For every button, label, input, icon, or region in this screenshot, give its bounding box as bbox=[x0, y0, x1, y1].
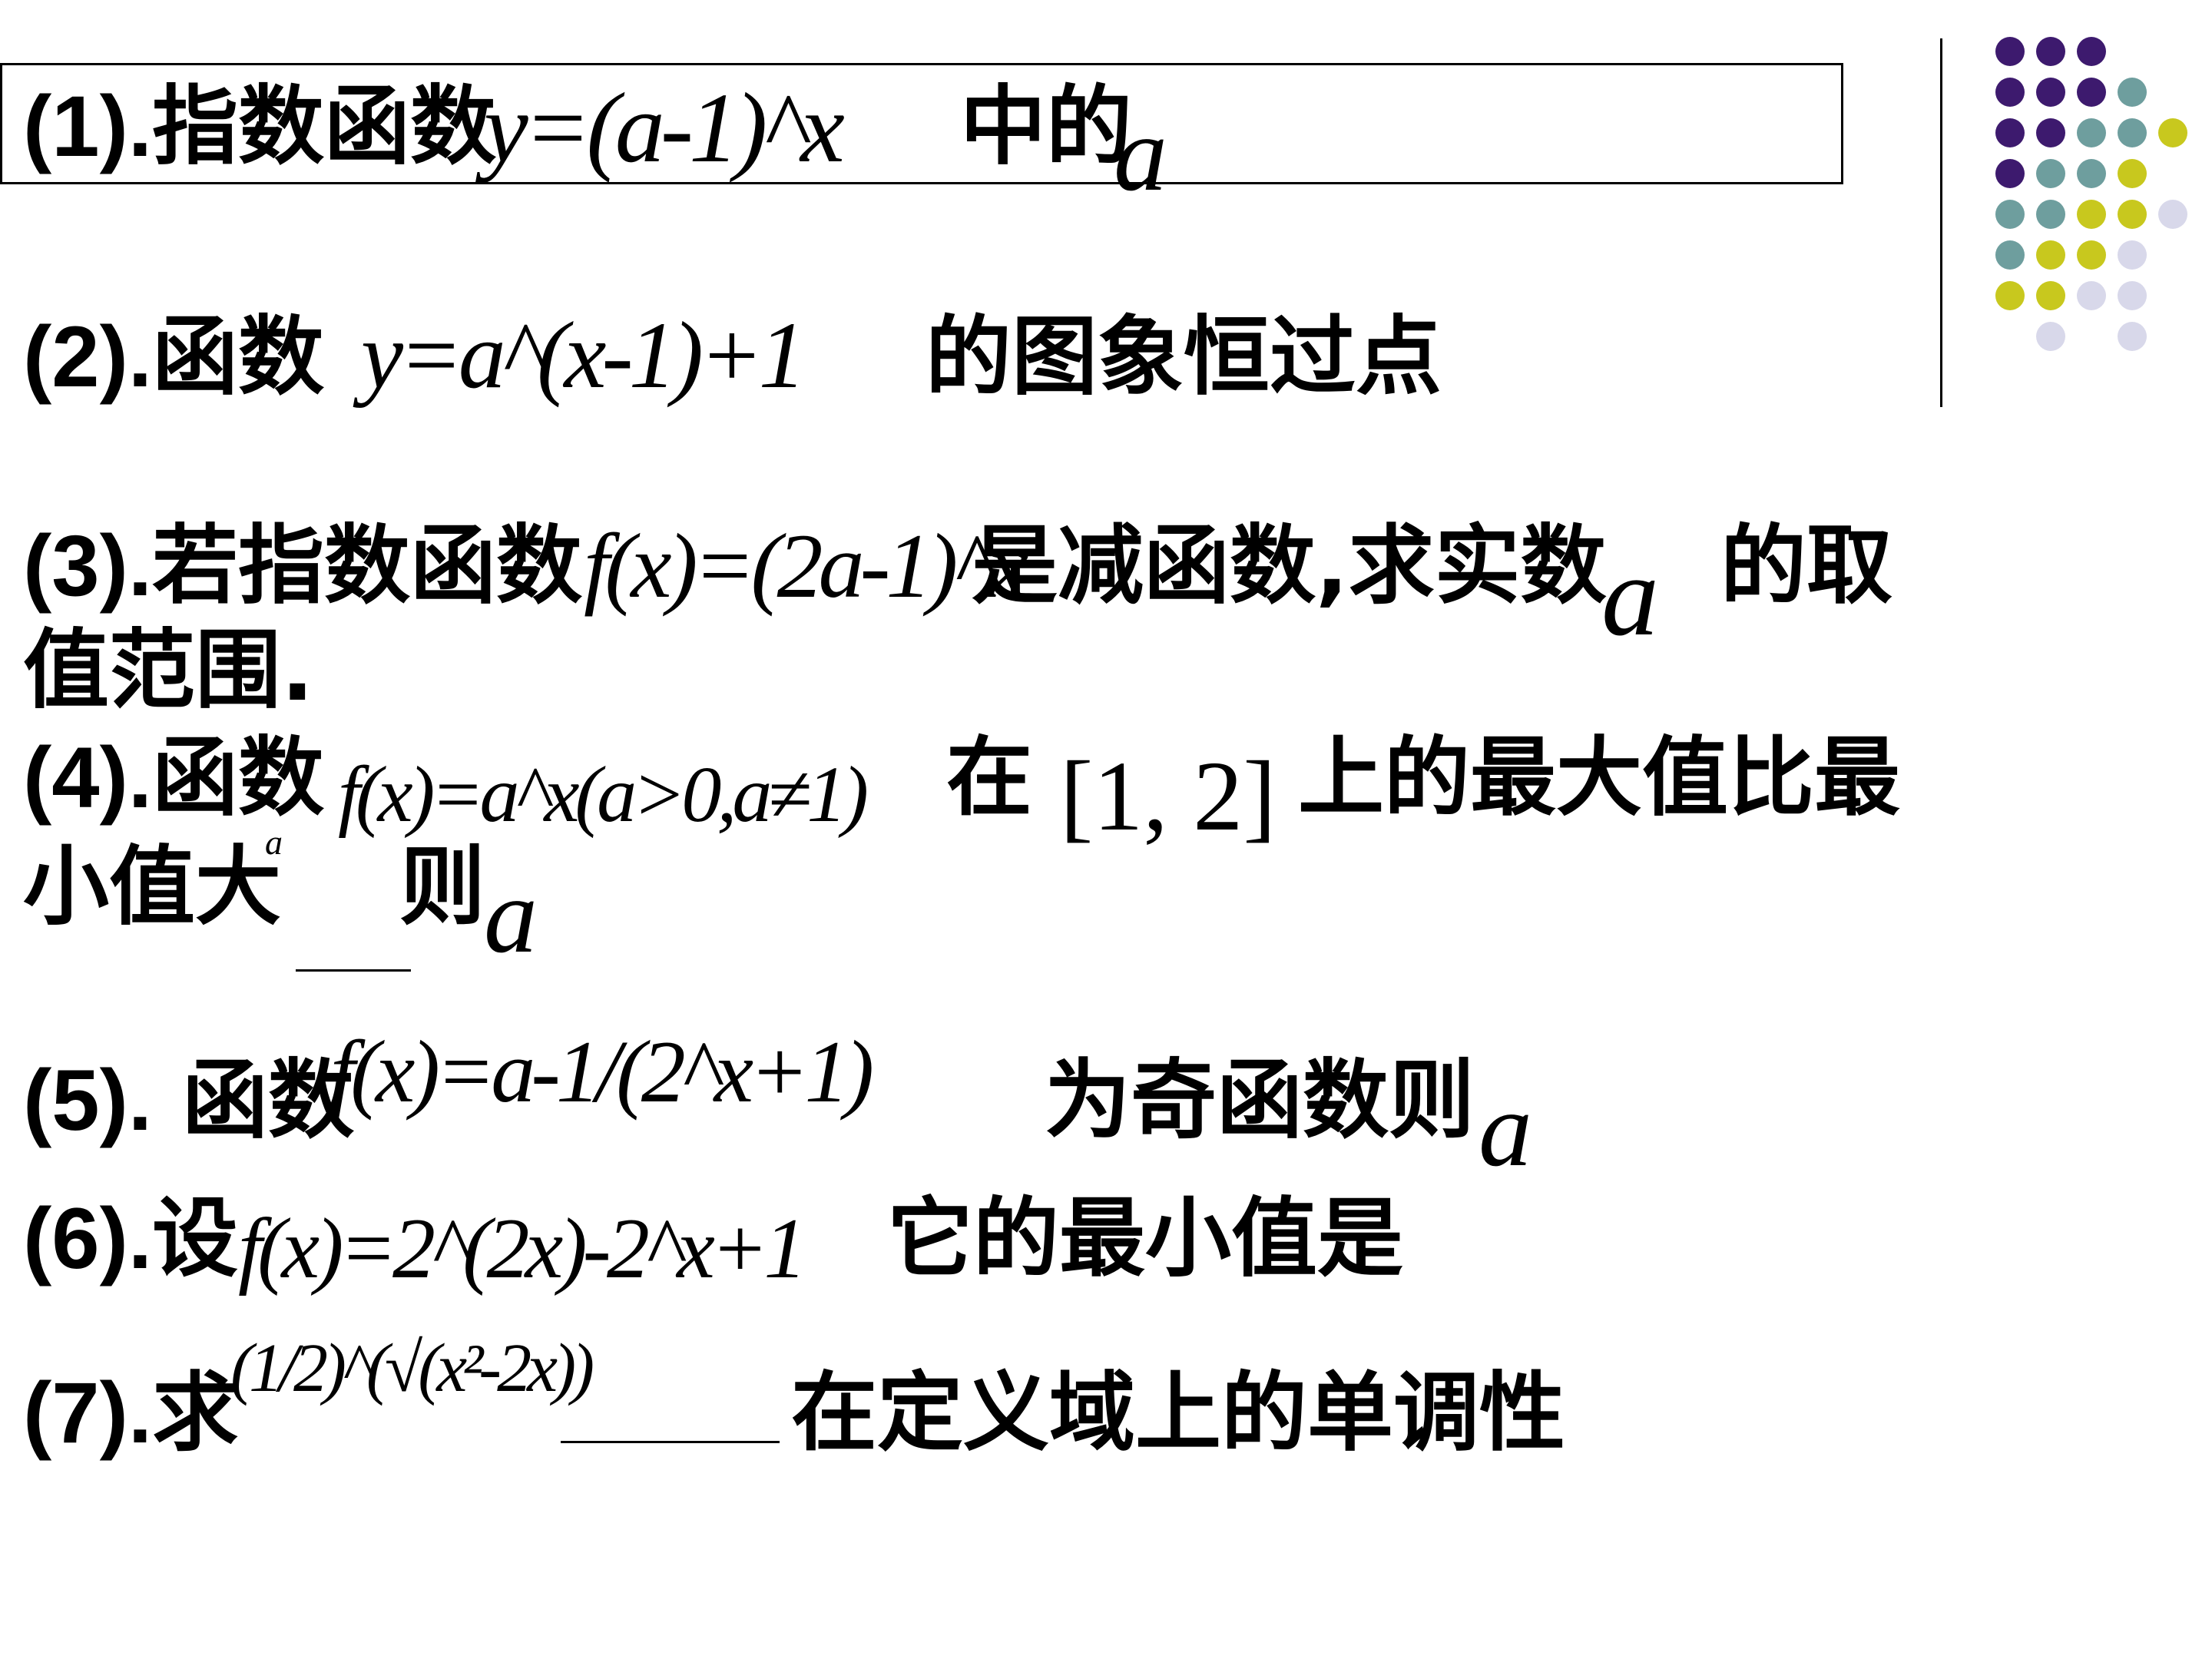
item-7-text-a: 求 bbox=[152, 1363, 238, 1463]
item-5-number: (5). bbox=[23, 1052, 152, 1148]
decorative-dot bbox=[2036, 322, 2065, 351]
item-2-tail: 的图象恒过点 bbox=[926, 307, 1442, 407]
item-7-number: (7). bbox=[23, 1365, 152, 1461]
item-4-text-d: 小值大 bbox=[23, 837, 281, 937]
decorative-dot bbox=[2077, 118, 2106, 147]
item-5-text-b: 为奇函数则 bbox=[1045, 1051, 1475, 1151]
item-3-text-c: 的取 bbox=[1720, 516, 1892, 616]
decorative-dot bbox=[1995, 37, 2025, 66]
item-7-text-b: 在定义域上的单调性 bbox=[791, 1363, 1565, 1463]
item-1-box bbox=[0, 63, 1843, 184]
item-4-formula: f(x)=a^x(a>0,a≠1) bbox=[338, 750, 869, 839]
decorative-dot bbox=[2118, 322, 2147, 351]
decorative-dot bbox=[2077, 200, 2106, 229]
decorative-dot bbox=[2036, 159, 2065, 188]
decorative-dot bbox=[2036, 240, 2065, 270]
item-3-text-d: 值范围. bbox=[23, 621, 314, 720]
item-4-text-e: 则 bbox=[399, 837, 485, 937]
decorative-dot bbox=[2118, 159, 2147, 188]
item-7-tail: 在定义域上的单调性 bbox=[791, 1363, 1565, 1463]
item-2-formula: y=a^(x-1)+1 bbox=[361, 303, 806, 408]
item-2-number: (2). bbox=[23, 309, 152, 405]
item-4-interval: [1, 2] bbox=[1060, 741, 1277, 852]
item-1-text-a: 指数函数 bbox=[152, 77, 496, 177]
item-4-zai: 在 bbox=[946, 728, 1032, 828]
item-5-variable-a: a bbox=[1479, 1070, 1532, 1189]
item-7-radical-bar bbox=[561, 1441, 780, 1443]
item-2: (2).函数 bbox=[23, 307, 324, 407]
item-1-variable-a: a bbox=[1114, 94, 1167, 214]
decorative-dot bbox=[2118, 78, 2147, 107]
item-1-formula: y=(a-1)^x bbox=[484, 73, 845, 184]
decorative-dot bbox=[2077, 281, 2106, 310]
item-2-text-b: 的图象恒过点 bbox=[926, 307, 1442, 407]
item-6: (6).设 bbox=[23, 1189, 238, 1289]
vertical-divider bbox=[1940, 38, 1942, 407]
item-6-text-b: 它的最小值是 bbox=[887, 1189, 1403, 1289]
item-3-formula: f(x)=(2a-1)^x bbox=[584, 515, 1028, 617]
item-3-mid: 是减函数,求实数 bbox=[972, 516, 1607, 616]
item-4: (4).函数 bbox=[23, 728, 324, 828]
item-2-text-a: 函数 bbox=[152, 307, 324, 407]
decorative-dot bbox=[1995, 240, 2025, 270]
decorative-dot bbox=[1995, 159, 2025, 188]
item-4-tail: 上的最大值比最 bbox=[1298, 728, 1900, 828]
decorative-dot bbox=[2036, 78, 2065, 107]
item-4-text-b: 在 bbox=[946, 728, 1032, 828]
item-1: (1).指数函数 bbox=[23, 77, 496, 177]
item-3-text-a: 若指数函数 bbox=[152, 516, 582, 616]
item-5-tail: 为奇函数则 bbox=[1045, 1051, 1475, 1151]
item-4-ze: 则 bbox=[399, 837, 485, 937]
item-3-text-b: 是减函数,求实数 bbox=[972, 516, 1607, 616]
item-6-formula: f(x)=2^(2x)-2^x+1 bbox=[238, 1201, 806, 1296]
item-3-tail: 的取 bbox=[1720, 516, 1892, 616]
item-7: (7).求 bbox=[23, 1363, 238, 1463]
decorative-dot bbox=[2036, 118, 2065, 147]
item-6-number: (6). bbox=[23, 1190, 152, 1286]
item-4-text-c: 上的最大值比最 bbox=[1298, 728, 1900, 828]
item-1-number: (1). bbox=[23, 78, 152, 174]
item-3-variable-a: a bbox=[1601, 532, 1659, 660]
decorative-dot bbox=[2118, 240, 2147, 270]
item-3-number: (3). bbox=[23, 518, 152, 614]
item-5-formula: f(x)=a-1/(2^x+1) bbox=[330, 1023, 874, 1121]
item-6-text-a: 设 bbox=[152, 1189, 238, 1289]
item-5-text-a: 函数 bbox=[152, 1051, 354, 1151]
decorative-dot bbox=[2036, 281, 2065, 310]
decorative-dot bbox=[1995, 78, 2025, 107]
item-7-formula: (1/2)^(√(x²-2x)) bbox=[230, 1330, 594, 1406]
item-4-variable-a: a bbox=[484, 856, 538, 975]
decorative-dot bbox=[2118, 200, 2147, 229]
item-1-text-b: 中的 bbox=[960, 77, 1132, 177]
item-4-fraction-a: a bbox=[265, 823, 283, 862]
decorative-dot bbox=[2036, 37, 2065, 66]
decorative-dot bbox=[2158, 200, 2187, 229]
decorative-dot bbox=[2118, 118, 2147, 147]
item-4-text-a: 函数 bbox=[152, 728, 324, 828]
decorative-dot bbox=[2077, 37, 2106, 66]
decorative-dot bbox=[1995, 200, 2025, 229]
item-6-tail: 它的最小值是 bbox=[887, 1189, 1403, 1289]
decorative-dot bbox=[2118, 281, 2147, 310]
decorative-dot bbox=[2077, 240, 2106, 270]
item-3-line-2: 值范围. bbox=[23, 621, 314, 720]
decorative-dot bbox=[1995, 118, 2025, 147]
decorative-dot bbox=[2036, 200, 2065, 229]
decorative-dot bbox=[2077, 78, 2106, 107]
decorative-dot bbox=[1995, 281, 2025, 310]
item-3: (3).若指数函数 bbox=[23, 516, 582, 616]
item-1-tail: 中的 bbox=[960, 77, 1132, 177]
item-4-fraction-bar bbox=[296, 969, 411, 972]
decorative-dot bbox=[2158, 118, 2187, 147]
item-5: (5). 函数 bbox=[23, 1051, 354, 1151]
decorative-dot bbox=[2077, 159, 2106, 188]
item-4-number: (4). bbox=[23, 730, 152, 826]
item-4-line-2: 小值大 bbox=[23, 837, 281, 937]
